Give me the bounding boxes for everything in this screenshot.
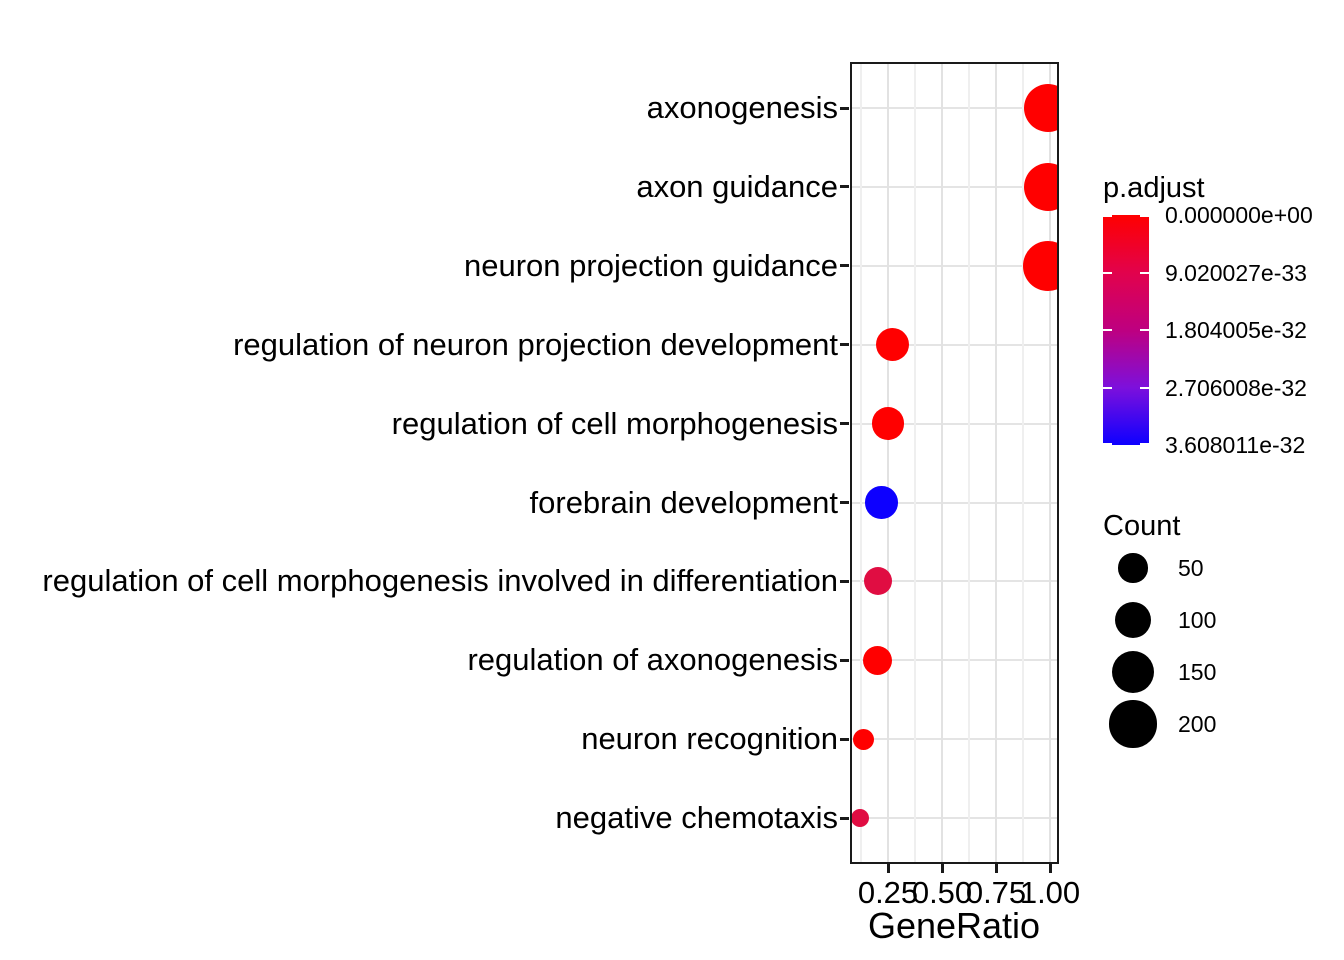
y-axis-label: regulation of cell morphogenesis involve…	[42, 563, 838, 599]
gradient-tick-right	[1140, 329, 1149, 331]
x-axis-tick	[994, 864, 998, 873]
gridline-horizontal	[852, 422, 1057, 425]
count-legend-label: 200	[1178, 711, 1217, 737]
y-axis-label: neuron projection guidance	[464, 247, 838, 283]
data-dot	[864, 567, 893, 596]
gridline-horizontal	[852, 185, 1057, 188]
y-axis-label: regulation of neuron projection developm…	[233, 326, 838, 362]
gridline-vertical-major	[995, 64, 997, 862]
padjust-tick-label: 9.020027e-33	[1165, 259, 1307, 286]
gridline-horizontal	[852, 501, 1057, 504]
gridline-horizontal	[852, 738, 1057, 741]
y-axis-tick	[840, 185, 849, 189]
gradient-tick-left	[1103, 443, 1112, 445]
gridline-vertical-major	[1049, 64, 1051, 862]
gradient-tick-left	[1103, 215, 1112, 217]
count-legend-dot	[1114, 601, 1152, 639]
gradient-tick-left	[1103, 386, 1112, 389]
data-dot	[1023, 240, 1057, 291]
x-axis-tick	[886, 864, 890, 873]
x-axis-tick-label: 0.50	[911, 875, 973, 910]
y-axis-label: regulation of axonogenesis	[467, 642, 838, 678]
count-legend-dot	[1109, 700, 1157, 748]
padjust-legend-title: p.adjust	[1103, 172, 1205, 204]
data-dot	[852, 808, 870, 828]
padjust-tick-label: 2.706008e-32	[1165, 374, 1307, 401]
data-dot	[1023, 162, 1057, 212]
count-legend-label: 150	[1178, 659, 1217, 685]
y-axis-label: forebrain development	[529, 484, 838, 520]
gridline-horizontal	[852, 817, 1057, 820]
gradient-tick-left	[1103, 329, 1112, 331]
gridline-vertical-minor	[860, 64, 862, 862]
y-axis-tick	[840, 579, 849, 583]
y-axis-tick	[840, 422, 849, 426]
y-axis-label: regulation of cell morphogenesis	[391, 405, 838, 441]
count-legend-label: 50	[1178, 555, 1204, 581]
gridline-vertical-minor	[968, 64, 970, 862]
data-dot	[871, 407, 905, 440]
gradient-tick-right	[1140, 271, 1149, 274]
gradient-tick-right	[1140, 443, 1149, 445]
gridline-vertical-major	[941, 64, 943, 862]
x-axis-tick-label: 0.75	[965, 875, 1027, 910]
gridline-vertical-minor	[914, 64, 916, 862]
y-axis-tick	[840, 816, 849, 820]
padjust-gradient-bar	[1103, 215, 1149, 445]
count-legend-dot	[1111, 650, 1155, 694]
gridline-horizontal	[852, 343, 1057, 346]
count-legend-title: Count	[1103, 510, 1181, 542]
y-axis-tick	[840, 106, 849, 110]
x-axis-tick	[1048, 864, 1052, 873]
y-axis-label: axonogenesis	[646, 90, 838, 125]
gridline-horizontal	[852, 264, 1057, 267]
y-axis-label: neuron recognition	[581, 721, 838, 757]
x-axis-title: GeneRatio	[867, 905, 1041, 946]
gridline-vertical-major	[887, 64, 889, 862]
y-axis-tick	[840, 501, 849, 504]
gridline-vertical-minor	[1022, 64, 1024, 862]
data-dot	[862, 645, 892, 675]
data-dot	[852, 728, 874, 750]
gridline-horizontal	[852, 580, 1057, 583]
data-dot	[875, 328, 909, 362]
x-axis-tick	[940, 864, 944, 873]
y-axis-label: axon guidance	[636, 168, 838, 204]
padjust-tick-label: 3.608011e-32	[1165, 432, 1306, 458]
data-dot	[1023, 83, 1057, 133]
y-axis-tick	[840, 737, 849, 741]
gradient-tick-left	[1103, 271, 1112, 274]
y-axis-tick	[840, 343, 849, 347]
x-axis-tick-label: 0.25	[857, 875, 919, 910]
y-axis-tick	[840, 264, 849, 268]
padjust-tick-label: 0.000000e+00	[1165, 202, 1313, 228]
x-axis-tick-label: 1.00	[1019, 875, 1081, 910]
y-axis-label: negative chemotaxis	[555, 800, 838, 836]
count-legend-label: 100	[1178, 607, 1217, 633]
y-axis-tick	[840, 658, 849, 662]
gridline-horizontal	[852, 107, 1057, 109]
count-legend-dot	[1118, 553, 1148, 583]
gridline-horizontal	[852, 659, 1057, 662]
gradient-tick-right	[1140, 215, 1149, 217]
gradient-tick-right	[1140, 386, 1149, 389]
data-dot	[865, 486, 898, 519]
plot-panel	[850, 62, 1059, 864]
padjust-tick-label: 1.804005e-32	[1165, 317, 1307, 343]
